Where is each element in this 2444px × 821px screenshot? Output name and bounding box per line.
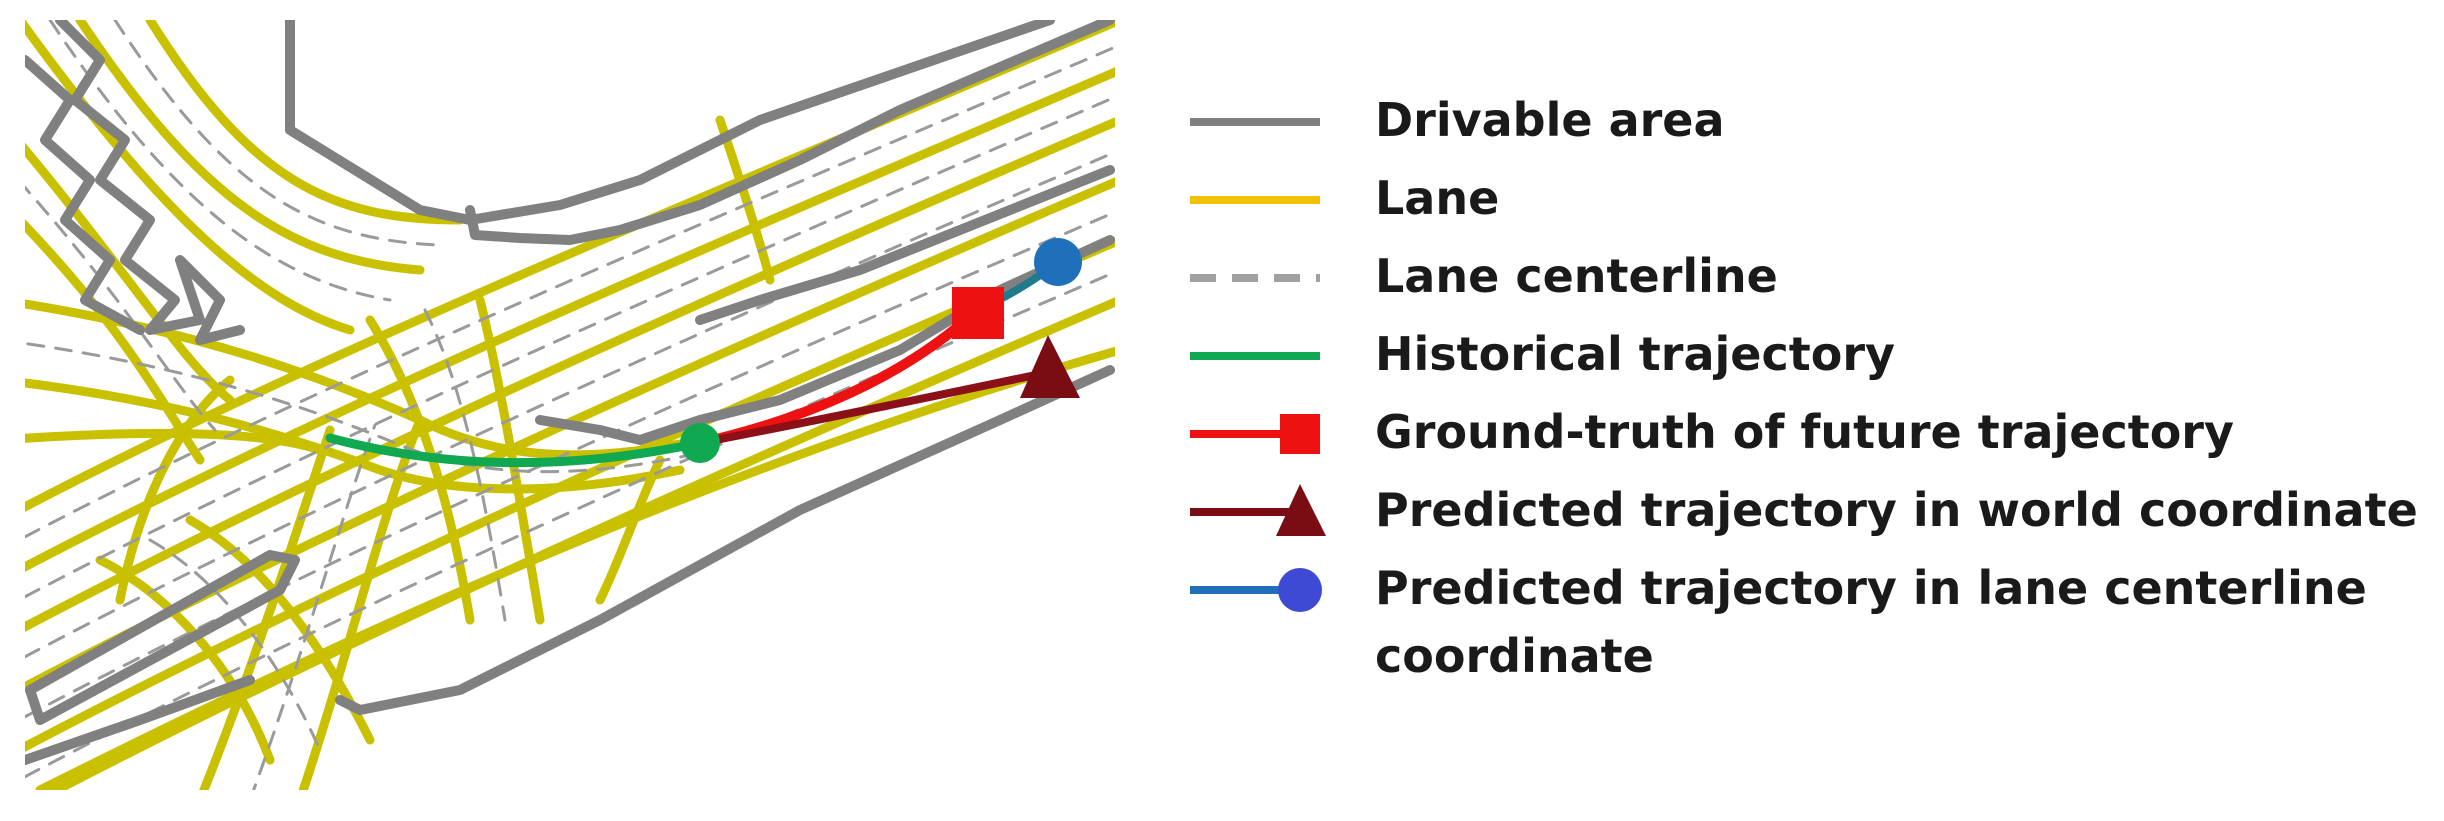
legend-label: Ground-truth of future trajectory xyxy=(1375,405,2234,459)
lane-boundaries xyxy=(25,20,1115,790)
legend-label: Predicted trajectory in world coordinate xyxy=(1375,483,2418,537)
ground-truth-endpoint-marker xyxy=(952,287,1004,339)
legend-item-lane: Lane xyxy=(1180,158,2430,236)
legend-item-ground-truth: Ground-truth of future trajectory xyxy=(1180,392,2430,470)
solid-line-icon xyxy=(1190,118,1320,126)
legend: Drivable area Lane Lane centerline Histo… xyxy=(1180,80,2430,698)
line-circle-icon xyxy=(1190,568,1322,612)
solid-line-icon xyxy=(1190,352,1320,360)
current-position-marker xyxy=(680,423,720,463)
legend-item-predicted-world: Predicted trajectory in world coordinate xyxy=(1180,470,2430,548)
legend-item-historical-trajectory: Historical trajectory xyxy=(1180,314,2430,392)
dashed-line-icon xyxy=(1190,274,1320,282)
legend-label: Lane centerline xyxy=(1375,249,1778,303)
road-map xyxy=(25,20,1115,790)
legend-label: Lane xyxy=(1375,171,1500,225)
legend-item-drivable-area: Drivable area xyxy=(1180,80,2430,158)
historical-trajectory xyxy=(325,433,705,468)
legend-item-predicted-lane: Predicted trajectory in lane centerline … xyxy=(1180,548,2430,698)
predicted-world-endpoint-marker xyxy=(1020,335,1080,398)
line-square-icon xyxy=(1190,414,1320,454)
legend-label: Predicted trajectory in lane centerline … xyxy=(1375,561,2367,683)
legend-label: Historical trajectory xyxy=(1375,327,1895,381)
legend-item-lane-centerline: Lane centerline xyxy=(1180,236,2430,314)
solid-line-icon xyxy=(1190,196,1320,204)
legend-label: Drivable area xyxy=(1375,93,1725,147)
predicted-trajectory-world xyxy=(696,368,1054,447)
line-triangle-icon xyxy=(1190,484,1326,536)
predicted-lane-endpoint-marker xyxy=(1034,238,1082,286)
lane-centerlines xyxy=(25,20,1115,790)
